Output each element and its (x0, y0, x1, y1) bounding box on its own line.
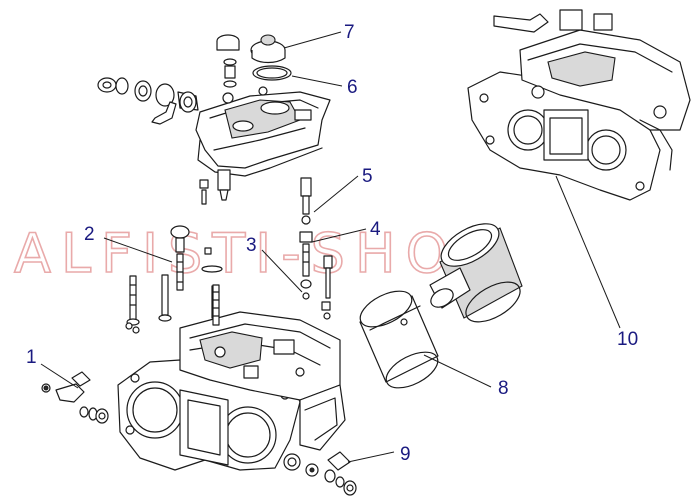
leader-3 (261, 249, 303, 293)
venturi-tubes (359, 223, 523, 389)
leader-4 (311, 228, 367, 243)
leader-7 (283, 31, 342, 49)
leader-10 (555, 175, 621, 329)
leader-1 (40, 363, 79, 389)
callout-6: 6 (347, 77, 358, 98)
callout-10: 10 (617, 329, 638, 350)
carburetor-body (117, 284, 346, 471)
watermark-text: ALFISTI-SHOP (14, 222, 501, 285)
callout-8: 8 (498, 378, 509, 399)
leader-2 (103, 237, 173, 263)
leader-lines (40, 31, 621, 463)
leader-6 (291, 75, 343, 87)
callout-4: 4 (370, 219, 381, 240)
callout-3: 3 (246, 235, 257, 256)
complete-carburetor (467, 9, 691, 201)
leader-5 (313, 175, 359, 213)
leader-8 (423, 354, 492, 388)
leader-9 (347, 451, 395, 463)
jets-and-screws (125, 169, 333, 334)
throttle-lever-left (41, 371, 109, 424)
callout-5: 5 (362, 166, 373, 187)
throttle-lever-right (305, 451, 357, 496)
top-cover-assembly (97, 34, 331, 177)
callout-7: 7 (344, 22, 355, 43)
callout-2: 2 (84, 224, 95, 245)
callout-9: 9 (400, 444, 411, 465)
callout-1: 1 (26, 347, 37, 368)
